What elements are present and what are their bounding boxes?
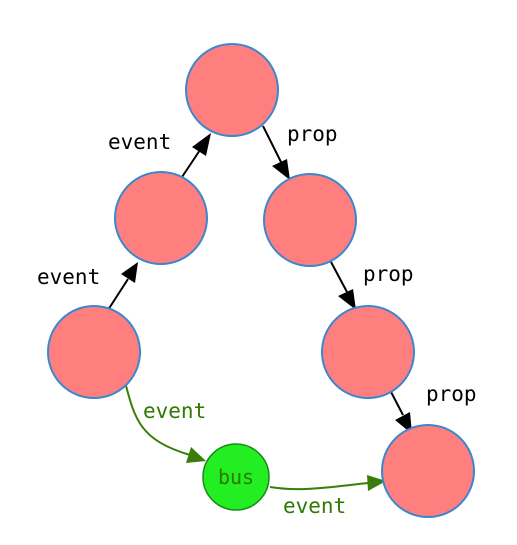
node-mid-right — [263, 173, 357, 267]
node-low-right — [321, 305, 415, 399]
arrow-left-to-midleft — [107, 278, 129, 311]
node-bus — [202, 443, 270, 511]
arrowhead-midright-to-lowright — [338, 289, 356, 310]
arrow-midleft-to-top — [179, 149, 201, 181]
node-bottom-right — [381, 424, 475, 518]
green-arrows — [124, 381, 386, 491]
arrow-bus-to-bottomright — [269, 482, 369, 491]
label-event-mid: event — [37, 265, 100, 289]
node-left — [47, 305, 141, 399]
arrowhead-bus-to-bottomright — [367, 475, 386, 491]
arrowhead-left-to-bus — [186, 447, 206, 463]
arrow-lowright-to-bottomright — [389, 389, 404, 416]
arrowhead-lowright-to-bottomright — [395, 412, 412, 434]
label-event-green-bottom: event — [283, 494, 346, 518]
arrow-top-to-midright — [262, 125, 282, 163]
label-prop-mid: prop — [363, 262, 414, 286]
label-event-top: event — [108, 130, 171, 154]
label-prop-bottom: prop — [426, 382, 477, 406]
arrow-midright-to-lowright — [330, 261, 348, 293]
label-event-green-left: event — [143, 399, 206, 423]
arrowhead-midleft-to-top — [192, 133, 211, 156]
node-top — [185, 43, 279, 137]
nodes — [47, 43, 475, 518]
label-bus: bus — [218, 465, 254, 489]
label-prop-top: prop — [287, 122, 338, 146]
arrow-left-to-bus — [124, 381, 191, 456]
labels: event event prop prop prop event event b… — [37, 122, 477, 518]
arrowhead-left-to-midleft — [121, 262, 138, 283]
arrowhead-top-to-midright — [272, 159, 290, 180]
black-arrows — [107, 125, 412, 434]
node-mid-left — [114, 171, 208, 265]
